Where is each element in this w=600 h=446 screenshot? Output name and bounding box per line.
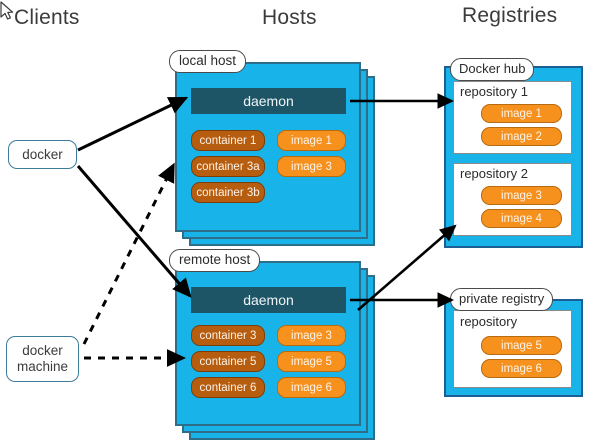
remote-container-5[interactable]: container 5: [191, 351, 265, 372]
mouse-cursor-icon: [0, 1, 14, 20]
host-local-host[interactable]: local host daemon container 1 container …: [169, 50, 375, 247]
client-docker-machine-label-line1: docker: [22, 343, 63, 359]
registry-private-registry[interactable]: repository image 5 image 6: [444, 299, 583, 397]
local-image-1[interactable]: image 1: [277, 130, 346, 151]
private-repository-title: repository: [460, 314, 518, 329]
arrow-docker-to-remote-daemon: [76, 165, 192, 298]
local-image-3[interactable]: image 3: [277, 156, 346, 177]
client-docker-machine[interactable]: docker machine: [6, 336, 79, 382]
client-docker-label: docker: [22, 146, 63, 162]
repository-1-title: repository 1: [460, 84, 528, 99]
client-docker-machine-label-line2: machine: [16, 359, 69, 374]
private-image-6[interactable]: image 6: [481, 359, 562, 378]
arrow-docker-to-local-daemon: [77, 96, 189, 152]
host-remote-host[interactable]: remote host daemon container 3 container…: [169, 249, 375, 441]
host-local-host-label: local host: [169, 50, 247, 74]
local-container-3b[interactable]: container 3b: [191, 182, 265, 203]
local-container-3a[interactable]: container 3a: [191, 156, 265, 177]
client-docker[interactable]: docker: [8, 140, 77, 169]
arrow-machine-to-local-host: [82, 162, 175, 345]
local-host-daemon[interactable]: daemon: [191, 88, 346, 114]
hub-image-1[interactable]: image 1: [481, 104, 562, 123]
registry-private-registry-label: private registry: [450, 288, 554, 311]
column-title-registries: Registries: [462, 4, 558, 27]
remote-image-3[interactable]: image 3: [277, 325, 346, 346]
repository-2-title: repository 2: [460, 166, 528, 181]
registry-docker-hub[interactable]: repository 1 image 1 image 2 repository …: [444, 66, 583, 248]
column-title-hosts: Hosts: [262, 6, 317, 29]
registry-docker-hub-label: Docker hub: [450, 58, 535, 81]
host-remote-host-label: remote host: [169, 249, 261, 273]
hub-image-4[interactable]: image 4: [481, 209, 562, 228]
remote-image-6[interactable]: image 6: [277, 377, 346, 398]
hub-image-3[interactable]: image 3: [481, 186, 562, 205]
private-image-5[interactable]: image 5: [481, 336, 562, 355]
remote-container-3[interactable]: container 3: [191, 325, 265, 346]
remote-image-5[interactable]: image 5: [277, 351, 346, 372]
remote-host-daemon[interactable]: daemon: [191, 287, 346, 313]
column-title-clients: Clients: [14, 6, 80, 29]
local-container-1[interactable]: container 1: [191, 130, 265, 151]
hub-image-2[interactable]: image 2: [481, 127, 562, 146]
remote-container-6[interactable]: container 6: [191, 377, 265, 398]
